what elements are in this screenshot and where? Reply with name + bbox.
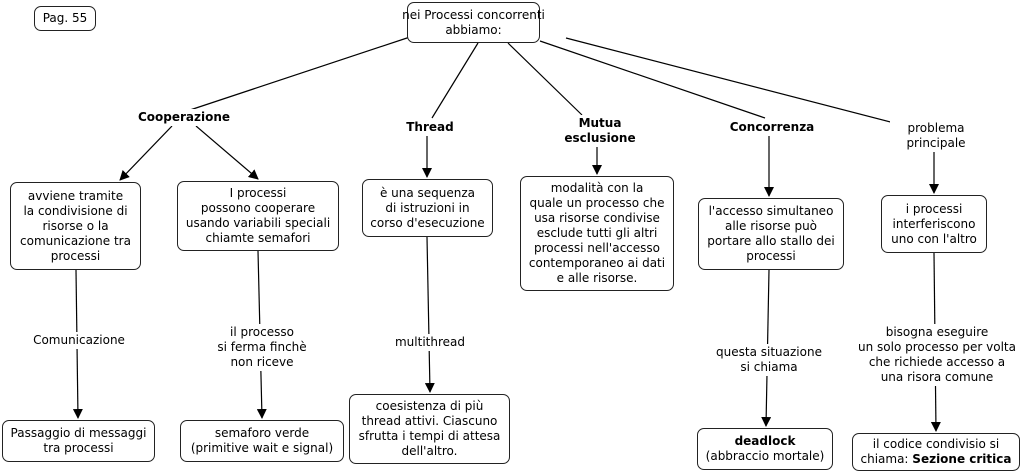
root-node: nei Processi concorrenti abbiamo: xyxy=(402,2,545,43)
edge-cooperazione-cooperare xyxy=(195,125,259,180)
box-avviene-tramite: avviene tramite la condivisione di risor… xyxy=(10,182,141,270)
box-sequenza-istruzioni: è una sequenza di istruzioni in corso d'… xyxy=(362,179,493,237)
box-possono-cooperare: I processi possono cooperare usando vari… xyxy=(177,181,339,251)
deadlock-term: deadlock xyxy=(734,434,796,448)
edge-root-problema xyxy=(565,37,903,126)
box-modalita: modalità con la quale un processo che us… xyxy=(520,176,674,291)
link-label-comunicazione: Comunicazione xyxy=(22,332,136,349)
box-passaggio-messaggi: Passaggio di messaggi tra processi xyxy=(2,420,155,462)
edge-root-thread xyxy=(431,42,479,119)
edge-sequenza-coesistenza xyxy=(424,236,435,393)
category-mutua-esclusione: Mutua esclusione xyxy=(552,115,648,147)
box-sezione-critica: il codice condivisio si chiama: Sezione … xyxy=(852,433,1020,471)
box-deadlock: deadlock (abbraccio mortale) xyxy=(697,428,833,470)
box-semaforo-verde: semaforo verde (primitive wait e signal) xyxy=(180,420,344,462)
edge-root-cooperazione xyxy=(189,36,411,111)
box-interferiscono: i processi interferiscono uno con l'altr… xyxy=(881,195,987,253)
page-label: Pag. 55 xyxy=(34,6,96,31)
category-concorrenza: Concorrenza xyxy=(719,119,825,136)
edge-root-mutua xyxy=(507,42,583,116)
link-label-si-ferma: il processo si ferma finchè non riceve xyxy=(206,324,318,371)
link-label-multithread: multithread xyxy=(385,334,475,351)
sezione-critica-line: chiama: Sezione critica xyxy=(860,452,1012,466)
link-label-situazione: questa situazione si chiama xyxy=(703,344,835,376)
category-problema-principale: problema principale xyxy=(890,120,982,152)
edge-cooperazione-avviene xyxy=(119,125,173,181)
category-thread: Thread xyxy=(394,119,466,136)
box-accesso-simultaneo: l'accesso simultaneo alle risorse può po… xyxy=(698,198,844,270)
edge-root-concorrenza xyxy=(539,40,766,119)
link-label-bisogna-eseguire: bisogna eseguire un solo processo per vo… xyxy=(850,324,1024,386)
box-coesistenza: coesistenza di più thread attivi. Ciascu… xyxy=(349,394,510,464)
category-cooperazione: Cooperazione xyxy=(131,109,237,126)
